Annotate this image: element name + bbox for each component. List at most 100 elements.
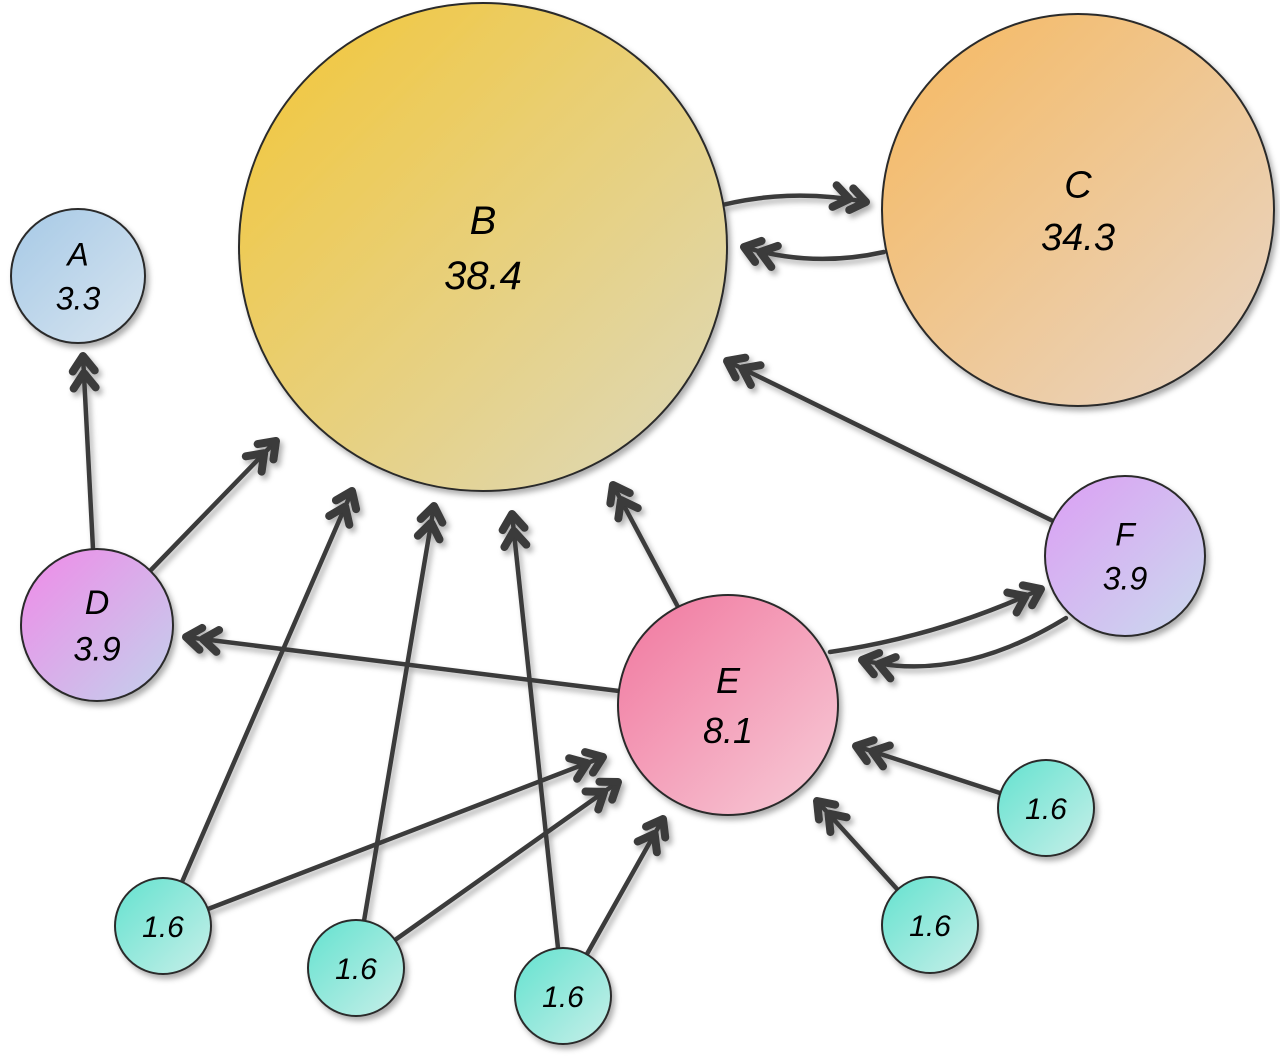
- arrowhead-icon: [845, 184, 870, 215]
- edge-line: [827, 586, 1044, 655]
- arrowhead-icon: [824, 809, 851, 837]
- node-circle: [307, 919, 405, 1017]
- node-value: 3.3: [56, 281, 101, 317]
- arrowhead-icon: [241, 449, 269, 476]
- node-value: 1.6: [1025, 793, 1067, 826]
- edge-N3-to-B: [498, 510, 561, 951]
- edge-C-to-B: [740, 236, 887, 271]
- arrowhead-icon: [756, 241, 782, 271]
- edge-N3-to-E: [584, 815, 670, 957]
- arrowhead-icon: [740, 236, 766, 266]
- arrowhead-icon: [642, 815, 670, 842]
- arrowhead-icon: [68, 352, 99, 376]
- node-circle: [10, 208, 146, 344]
- arrowhead-icon: [858, 648, 884, 679]
- edge-line: [147, 438, 279, 574]
- node-value: 1.6: [142, 911, 184, 944]
- arrowhead-icon: [874, 653, 900, 683]
- node-A: A 3.3: [10, 208, 146, 344]
- arrowhead-icon: [253, 437, 280, 464]
- edge-D-to-B: [147, 437, 280, 574]
- node-circle: [881, 876, 979, 974]
- edge-line: [361, 503, 437, 924]
- node-label: F: [1115, 516, 1137, 552]
- arrowhead-icon: [69, 368, 100, 393]
- edge-N1-to-B: [179, 487, 361, 885]
- node-label: D: [85, 584, 110, 622]
- arrowhead-icon: [738, 361, 765, 389]
- node-value: 38.4: [444, 254, 522, 298]
- edge-N5-to-E: [852, 736, 1003, 796]
- arrowhead-icon: [633, 829, 661, 857]
- arrowhead-icon: [565, 754, 592, 783]
- arrowhead-icon: [198, 626, 224, 656]
- edge-E-to-F: [827, 581, 1045, 655]
- edge-E-to-B: [606, 481, 681, 610]
- arrowhead-icon: [413, 518, 444, 544]
- arrowhead-icon: [868, 741, 894, 771]
- edge-F-to-B: [723, 353, 1056, 524]
- edge-F-to-E: [858, 615, 1069, 683]
- node-circle: [881, 13, 1275, 407]
- arrowhead-icon: [416, 502, 447, 527]
- node-value: 3.9: [73, 631, 120, 669]
- edge-N4-to-E: [813, 797, 900, 892]
- node-N5: 1.6: [997, 759, 1095, 857]
- edge-line: [584, 816, 666, 957]
- node-N1: 1.6: [114, 877, 212, 975]
- arrowhead-icon: [331, 487, 361, 514]
- node-value: 1.6: [909, 910, 951, 943]
- node-circle: [514, 947, 612, 1045]
- arrowhead-icon: [182, 623, 207, 654]
- arrowhead-icon: [614, 496, 642, 523]
- node-N2: 1.6: [307, 919, 405, 1017]
- edge-B-to-C: [719, 181, 870, 215]
- node-label: B: [470, 199, 497, 243]
- node-circle: [20, 548, 174, 702]
- node-value: 34.3: [1041, 217, 1115, 259]
- arrowhead-icon: [325, 502, 354, 529]
- edge-line: [392, 779, 621, 943]
- node-value: 1.6: [335, 953, 377, 986]
- node-F: F 3.9: [1044, 475, 1206, 637]
- node-D: D 3.9: [20, 548, 174, 702]
- arrowhead-icon: [500, 526, 531, 551]
- edge-N1-to-E: [205, 748, 607, 912]
- edge-line: [183, 634, 622, 694]
- node-label: A: [65, 236, 88, 272]
- edge-line: [853, 743, 1003, 796]
- arrowhead-icon: [606, 481, 634, 508]
- node-value: 1.6: [542, 981, 584, 1014]
- node-circle: [617, 594, 839, 816]
- arrowhead-icon: [1018, 581, 1045, 610]
- edge-D-to-A: [68, 352, 100, 552]
- node-circle: [997, 759, 1095, 857]
- edge-line: [509, 511, 561, 951]
- arrowhead-icon: [852, 736, 878, 766]
- node-circle: [238, 2, 728, 492]
- node-value: 8.1: [703, 710, 753, 751]
- arrowhead-icon: [813, 797, 840, 824]
- arrowhead-icon: [723, 353, 750, 382]
- node-circle: [1044, 475, 1206, 637]
- node-B: B 38.4: [238, 2, 728, 492]
- node-value: 3.9: [1103, 561, 1148, 597]
- arrowhead-icon: [581, 748, 607, 777]
- arrowhead-icon: [581, 787, 609, 814]
- node-circle: [114, 877, 212, 975]
- arrowhead-icon: [498, 510, 529, 535]
- edge-line: [179, 488, 355, 885]
- node-E: E 8.1: [617, 594, 839, 816]
- edge-N2-to-E: [392, 777, 622, 943]
- arrowhead-icon: [595, 777, 622, 804]
- edge-line: [724, 358, 1056, 524]
- edge-line: [205, 754, 606, 912]
- arrowhead-icon: [1003, 588, 1030, 617]
- arrowhead-icon: [828, 181, 854, 211]
- node-label: E: [716, 660, 741, 701]
- node-label: C: [1064, 164, 1092, 206]
- node-N3: 1.6: [514, 947, 612, 1045]
- edge-N2-to-B: [361, 502, 447, 924]
